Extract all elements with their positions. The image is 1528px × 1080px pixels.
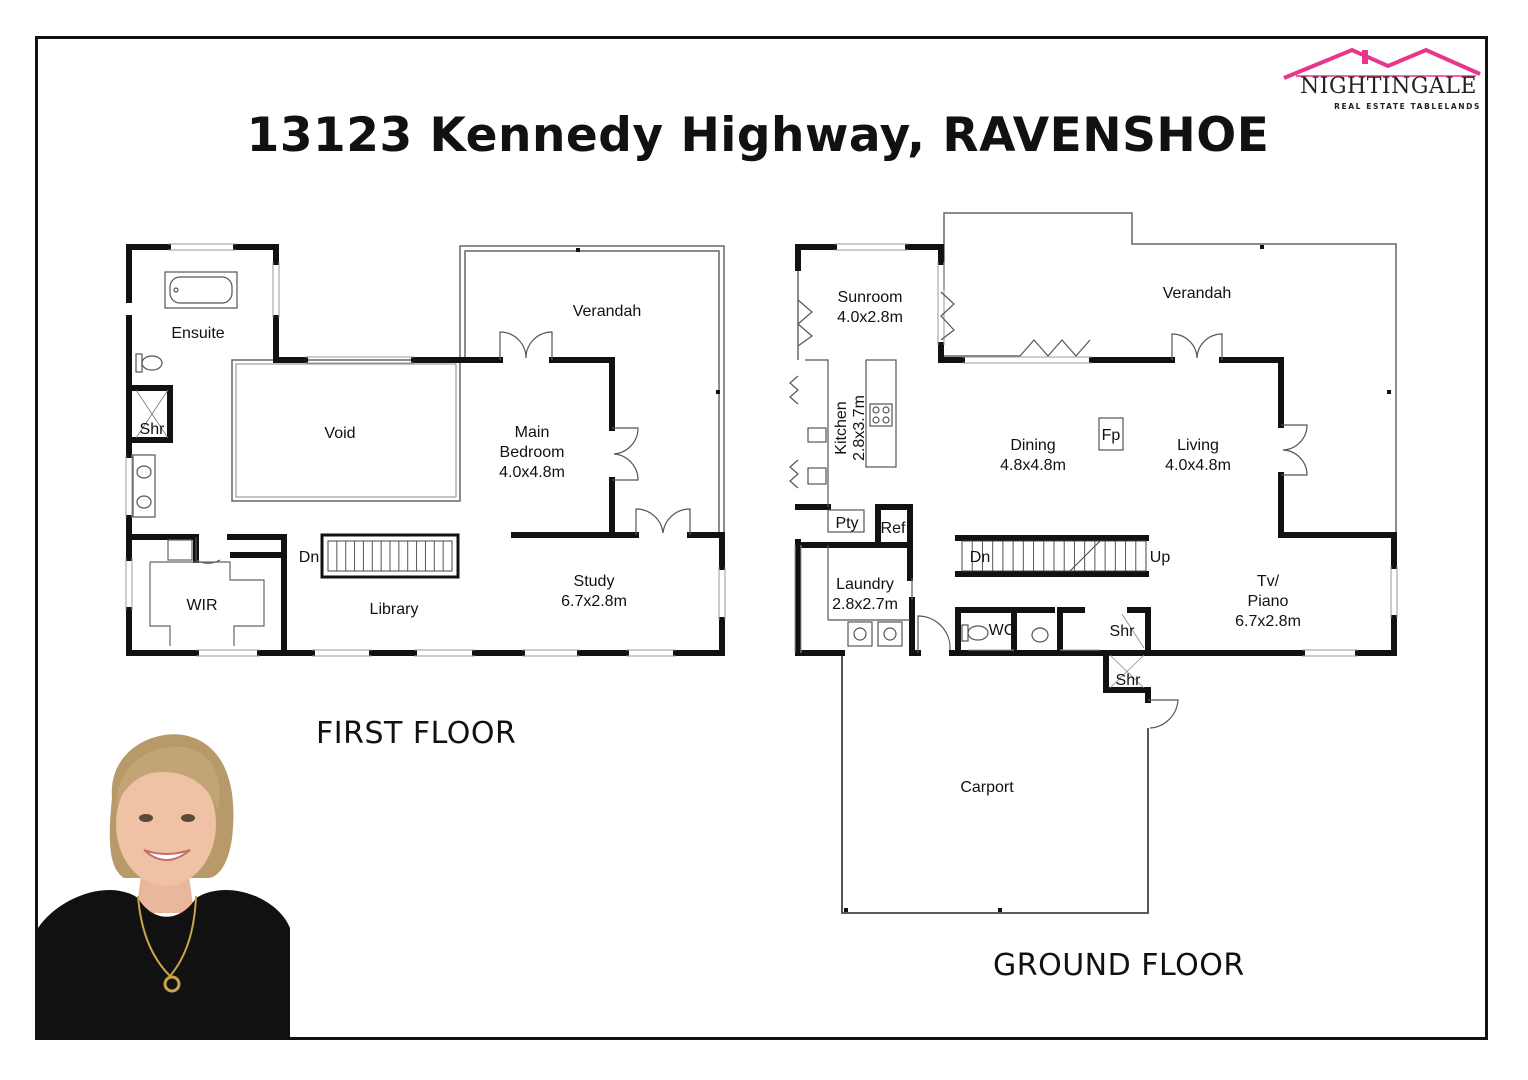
ff-walls [126, 244, 725, 656]
carport-outline [841, 655, 1149, 914]
label-shr-gf: Shr [1110, 623, 1136, 640]
ff-windows [125, 243, 726, 657]
basin-icon [132, 454, 156, 518]
ff-verandah-outline [459, 245, 725, 535]
gf-walls [795, 244, 1397, 703]
label-verandah-ff: Verandah [573, 303, 642, 320]
label-wir: WIR [186, 597, 217, 614]
page-title: 13123 Kennedy Highway, RAVENSHOE [246, 108, 1270, 163]
label-fp: Fp [1102, 427, 1121, 444]
room-labels: Ensuite Shr Void Main Bedroom 4.0x4.8m V… [140, 285, 1301, 796]
label-main-bedroom-1: Main [515, 424, 550, 441]
label-living-size: 4.0x4.8m [1165, 457, 1231, 474]
bathtub-icon [164, 271, 238, 309]
gf-doors [911, 333, 1308, 729]
toilet-icon [967, 625, 989, 641]
label-study: Study [574, 573, 615, 590]
label-sunroom: Sunroom [838, 289, 903, 306]
posts [576, 245, 1391, 912]
label-shr-gf-2: Shr [1116, 672, 1142, 689]
label-pty: Pty [835, 515, 858, 532]
label-piano: Piano [1248, 593, 1289, 610]
logo-name: NIGHTINGALE [1300, 74, 1477, 99]
agent-portrait-icon [38, 734, 290, 1040]
void-outline [231, 359, 461, 502]
gf-bifold-doors [789, 291, 1091, 489]
wardrobe-shelves [149, 539, 265, 646]
agent-portrait [38, 728, 290, 1040]
label-study-size: 6.7x2.8m [561, 593, 627, 610]
label-dining: Dining [1010, 437, 1055, 454]
gf-verandah-outline [797, 212, 1397, 535]
label-verandah-gf: Verandah [1163, 285, 1232, 302]
label-laundry: Laundry [836, 576, 894, 593]
label-living: Living [1177, 437, 1219, 454]
first-floor-label: FIRST FLOOR [316, 716, 517, 751]
label-dn-ff: Dn [299, 549, 319, 566]
logo-roof-icon [1283, 47, 1481, 80]
fireplace-icon [1098, 417, 1124, 451]
label-tv: Tv/ [1257, 573, 1280, 590]
label-library: Library [370, 601, 419, 618]
first-floor-plan [125, 243, 726, 657]
nightingale-logo: NIGHTINGALE REAL ESTATE TABLELANDS [1280, 44, 1485, 116]
toilet-icon [135, 353, 163, 373]
page-frame [35, 36, 1488, 1040]
ff-doors [195, 331, 691, 564]
label-shr: Shr [140, 421, 166, 438]
gf-bathroom-fixtures [961, 613, 1145, 689]
label-main-bedroom-2: Bedroom [500, 444, 565, 461]
logo-tagline: REAL ESTATE TABLELANDS [1334, 102, 1481, 111]
ground-floor-plan [576, 212, 1398, 914]
label-kitchen-size: 2.8x3.7m [851, 395, 868, 461]
label-ensuite: Ensuite [171, 325, 224, 342]
label-kitchen: Kitchen [833, 401, 850, 454]
label-void: Void [324, 425, 355, 442]
kitchen-bench [805, 359, 910, 647]
gf-windows [794, 243, 1398, 657]
label-main-bedroom-size: 4.0x4.8m [499, 464, 565, 481]
label-dn-gf: Dn [970, 549, 990, 566]
label-tv-piano-size: 6.7x2.8m [1235, 613, 1301, 630]
label-carport: Carport [960, 779, 1014, 796]
label-up-gf: Up [1150, 549, 1171, 566]
label-laundry-size: 2.8x2.7m [832, 596, 898, 613]
label-ref: Ref [881, 520, 906, 537]
label-wc: WC [989, 622, 1016, 639]
label-sunroom-size: 4.0x2.8m [837, 309, 903, 326]
shower-icon [135, 389, 169, 439]
label-dining-size: 4.8x4.8m [1000, 457, 1066, 474]
basin-icon [1031, 627, 1049, 643]
ground-floor-label: GROUND FLOOR [993, 948, 1245, 983]
